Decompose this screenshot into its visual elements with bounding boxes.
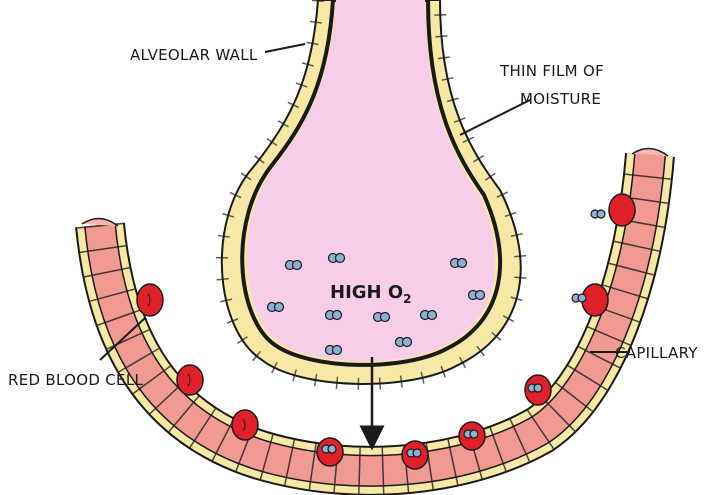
thin-film-label-line1: THIN FILM OF: [499, 62, 604, 80]
oxygen-molecule-icon: [528, 384, 542, 392]
red-blood-cell-label: RED BLOOD CELL: [8, 371, 143, 389]
oxygen-molecule-icon: [396, 338, 412, 347]
oxygen-molecule-icon: [421, 311, 437, 320]
oxygen-molecule-icon: [329, 254, 345, 263]
oxygen-molecule-icon: [322, 445, 336, 453]
oxygen-molecule-icon: [326, 311, 342, 320]
alveolar-wall-pointer: [265, 44, 305, 52]
oxygen-molecule-icon: [469, 291, 485, 300]
thin-film-label-line2: MOISTURE: [520, 90, 601, 108]
oxygen-molecule-icon: [326, 346, 342, 355]
oxygen-molecule-icon: [268, 303, 284, 312]
capillary-cut-end-left: [82, 218, 118, 226]
oxygen-molecule-icon: [591, 210, 605, 218]
oxygen-molecule-icon: [374, 313, 390, 322]
oxygen-molecule-icon: [572, 294, 586, 302]
oxygen-molecule-icon: [451, 259, 467, 268]
oxygen-molecule-icon: [407, 449, 421, 457]
capillary-label: CAPILLARY: [615, 344, 698, 362]
alveolus-air-space: [247, 0, 495, 361]
red-blood-cell: [609, 194, 635, 226]
alveolar-wall-label: ALVEOLAR WALL: [130, 46, 258, 64]
high-o2-label: HIGH O2: [330, 282, 412, 306]
oxygen-molecule-icon: [464, 430, 478, 438]
oxygen-molecule-icon: [286, 261, 302, 270]
alveolus: [222, 0, 521, 384]
